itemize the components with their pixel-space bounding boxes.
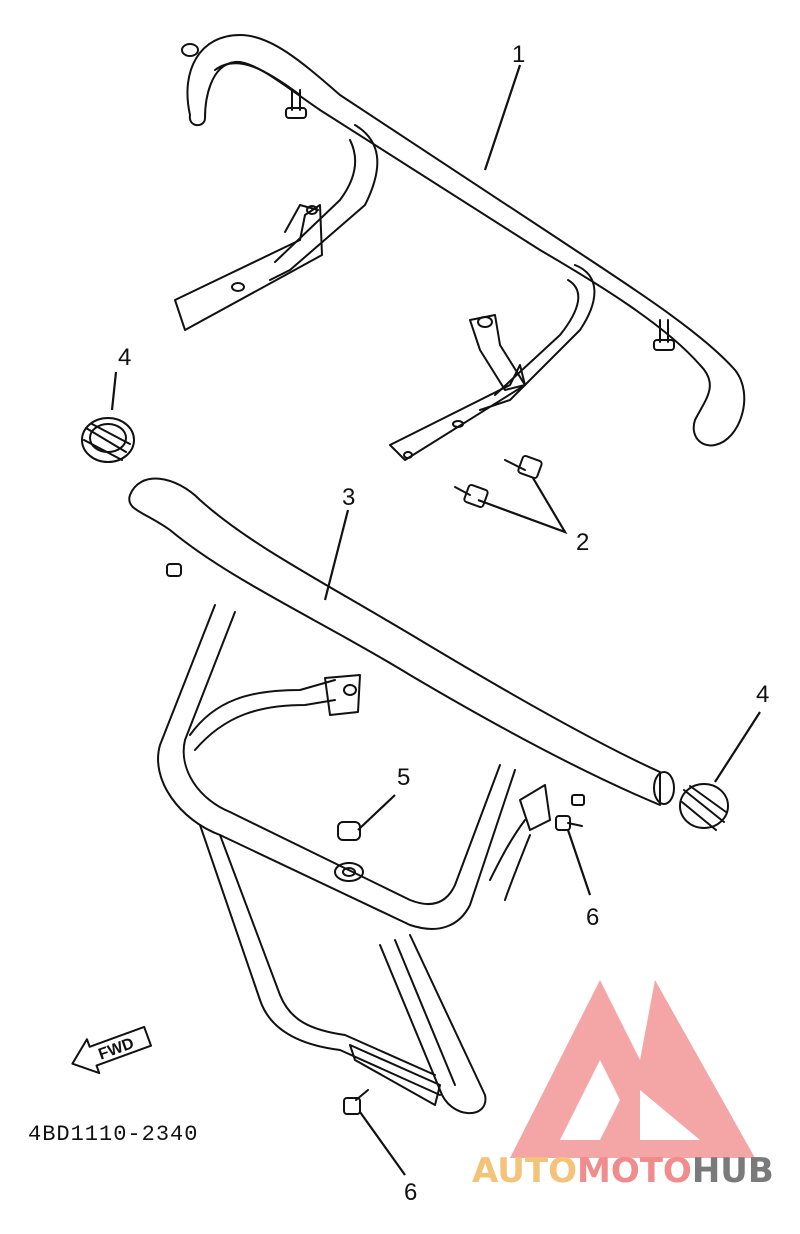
watermark-hub: HUB	[692, 1151, 774, 1191]
upper-rack-frame	[174, 34, 746, 461]
forward-arrow-icon: FWD	[71, 1025, 153, 1075]
callout-3: 3	[342, 484, 355, 511]
callout-4b: 4	[756, 681, 769, 708]
watermark-auto: AUTO	[472, 1151, 577, 1191]
callout-6a: 6	[586, 904, 599, 931]
callout-5: 5	[397, 764, 410, 791]
diagram-code: 4BD1110-2340	[28, 1122, 198, 1147]
automotohub-logo: AUTOMOTOHUB	[472, 980, 774, 1191]
lower-guard-frame	[128, 477, 675, 1115]
callout-2: 2	[576, 529, 589, 556]
callout-1: 1	[512, 41, 525, 68]
end-cap-right	[679, 783, 729, 831]
logo-triangle-mark	[510, 980, 755, 1158]
svg-text:AUTOMOTOHUB: AUTOMOTOHUB	[472, 1151, 774, 1191]
callout-4a: 4	[118, 344, 131, 371]
bolt-pair	[454, 454, 543, 509]
watermark-moto: MOTO	[577, 1151, 692, 1191]
leader-lines	[110, 64, 761, 1176]
nut	[334, 821, 364, 882]
callout-6b: 6	[404, 1179, 417, 1206]
end-cap-left	[81, 417, 135, 463]
screw-upper	[555, 815, 583, 831]
screw-lower	[343, 1089, 369, 1115]
